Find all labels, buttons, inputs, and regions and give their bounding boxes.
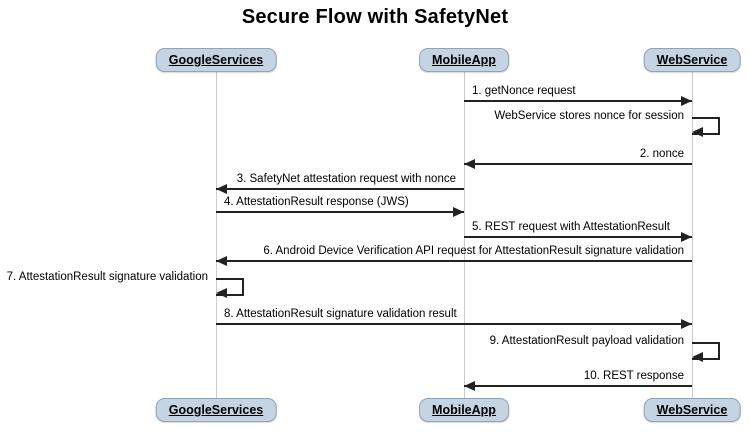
actor-googleservices-bottom: GoogleServices [155, 398, 277, 422]
message-line [216, 188, 464, 190]
message-arrowhead-right-icon [681, 232, 692, 242]
message-arrowhead-right-icon [681, 96, 692, 106]
actor-googleservices-top: GoogleServices [155, 48, 277, 72]
message-line [216, 323, 692, 325]
actor-webservice-top: WebService [643, 48, 741, 72]
message-line [216, 260, 692, 262]
message-label: 2. nonce [639, 148, 684, 160]
message-label: 3. SafetyNet attestation request with no… [236, 173, 456, 185]
message-label: 5. REST request with AttestationResult [472, 221, 670, 233]
message-label: WebService stores nonce for session [494, 110, 684, 122]
message-label: 1. getNonce request [472, 85, 576, 97]
actor-mobileapp-bottom: MobileApp [419, 398, 509, 422]
message-label: 6. Android Device Verification API reque… [263, 245, 684, 257]
message-line [464, 385, 692, 387]
message-arrowhead-left-icon [216, 256, 227, 266]
message-arrowhead-left-icon [464, 159, 475, 169]
message-arrowhead-left-icon [216, 288, 227, 298]
self-message-loop [692, 117, 720, 135]
lifeline-mobileapp [463, 71, 465, 399]
message-label: 7. AttestationResult signature validatio… [6, 271, 208, 283]
message-arrowhead-left-icon [216, 184, 227, 194]
actor-mobileapp-top: MobileApp [419, 48, 509, 72]
message-label: 9. AttestationResult payload validation [489, 335, 684, 347]
message-arrowhead-left-icon [692, 352, 703, 362]
message-line [216, 211, 464, 213]
self-message-loop [692, 342, 720, 360]
self-message-loop [216, 278, 244, 296]
message-line [464, 236, 692, 238]
message-label: 10. REST response [583, 370, 684, 382]
message-line [464, 100, 692, 102]
lifeline-googleservices [215, 71, 217, 399]
lifeline-webservice [691, 71, 693, 399]
message-arrowhead-right-icon [681, 319, 692, 329]
message-arrowhead-left-icon [692, 127, 703, 137]
message-label: 8. AttestationResult signature validatio… [224, 308, 457, 320]
message-line [464, 163, 692, 165]
message-arrowhead-left-icon [464, 381, 475, 391]
message-label: 4. AttestationResult response (JWS) [224, 196, 409, 208]
diagram-title: Secure Flow with SafetyNet [241, 6, 509, 28]
actor-webservice-bottom: WebService [643, 398, 741, 422]
message-arrowhead-right-icon [453, 207, 464, 217]
